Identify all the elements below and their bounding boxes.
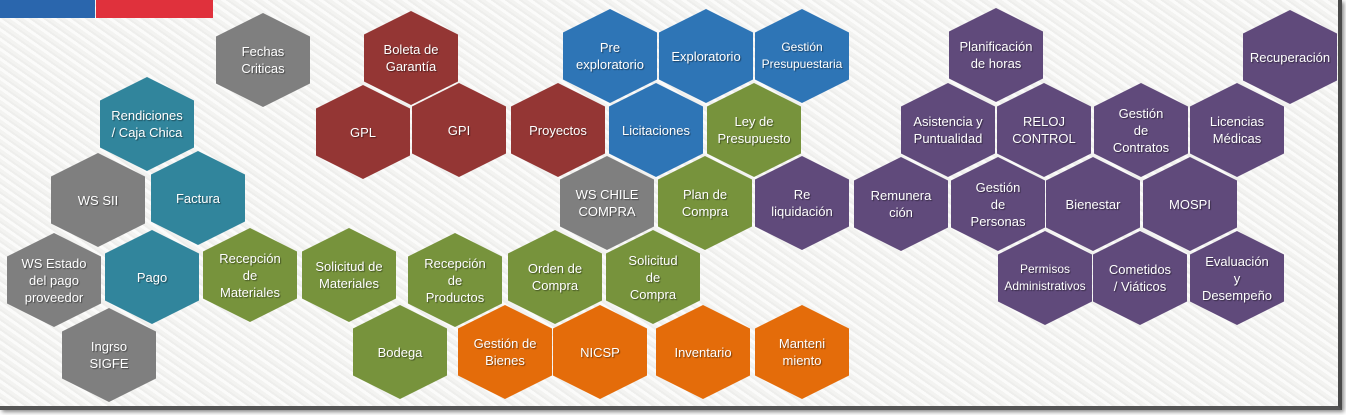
hex-label: Factura (175, 190, 221, 206)
hex-label: Gestión de Bienes (473, 336, 537, 368)
hex-label: Fechas Criticas (241, 44, 285, 76)
hex-gestion-presupuestaria[interactable]: Gestión Presupuestaria (755, 9, 849, 103)
hex-label: Ingrso SIGFE (89, 339, 129, 371)
hex-label: Recepción de Productos (424, 255, 486, 305)
hex-inventario[interactable]: Inventario (656, 305, 750, 399)
hex-pre-exploratorio[interactable]: Pre exploratorio (563, 9, 657, 103)
hex-factura[interactable]: Factura (151, 151, 245, 245)
hex-label: Remunera ción (870, 188, 932, 220)
hex-label: Asistencia y Puntualidad (913, 114, 983, 146)
hex-label: Recepción de Materiales (219, 250, 281, 300)
hex-label: RELOJ CONTROL (1012, 114, 1076, 146)
hex-label: WS CHILE COMPRA (575, 187, 639, 219)
hex-label: Bienestar (1065, 196, 1121, 212)
hex-orden-compra[interactable]: Orden de Compra (508, 230, 602, 324)
flag-stripe-red (96, 0, 213, 18)
hex-mantenimiento[interactable]: Manteni miento (755, 305, 849, 399)
hex-licitaciones[interactable]: Licitaciones (609, 83, 703, 177)
hex-label: Rendiciones / Caja Chica (111, 108, 183, 140)
hex-label: Gestión de Personas (970, 179, 1026, 229)
hex-ws-chile-compra[interactable]: WS CHILE COMPRA (560, 156, 654, 250)
hex-label: GPL (349, 124, 376, 140)
hex-label: Orden de Compra (527, 261, 583, 293)
hex-label: WS Estado del pago proveedor (21, 255, 87, 305)
hex-exploratorio[interactable]: Exploratorio (659, 9, 753, 103)
hex-label: Planificación de horas (959, 39, 1033, 71)
hex-label: Bodega (377, 344, 423, 360)
hex-ws-sii[interactable]: WS SII (51, 153, 145, 247)
hex-label: Licitaciones (622, 122, 690, 138)
hex-label: Inventario (674, 344, 732, 360)
hex-label: NICSP (580, 344, 620, 360)
flag-stripe-blue (0, 0, 95, 18)
hex-label: MOSPI (1169, 196, 1211, 212)
hex-label: Gestión de Contratos (1112, 105, 1170, 155)
hex-nicsp[interactable]: NICSP (553, 305, 647, 399)
hex-label: Plan de Compra (681, 187, 729, 219)
hex-asistencia[interactable]: Asistencia y Puntualidad (901, 83, 995, 177)
hex-label: Evaluación y Desempeño (1201, 253, 1273, 303)
hex-plan-compra[interactable]: Plan de Compra (658, 156, 752, 250)
hex-label: Solicitud de Materiales (315, 259, 383, 291)
hex-label: Boleta de Garantía (383, 42, 439, 74)
hex-label: Recuperación (1249, 49, 1331, 65)
hex-label: Pago (136, 269, 168, 285)
hex-label: Proyectos (529, 122, 587, 138)
hex-label: Solicitud de Compra (628, 252, 678, 302)
hex-label: Exploratorio (671, 48, 741, 64)
hex-reliquidacion[interactable]: Re liquidación (755, 156, 849, 250)
hex-proyectos[interactable]: Proyectos (511, 83, 605, 177)
hex-solicitud-compra[interactable]: Solicitud de Compra (606, 230, 700, 324)
hex-ley-presupuesto[interactable]: Ley de Presupuesto (707, 83, 801, 177)
hex-label: Gestión Presupuestaria (761, 40, 843, 71)
hex-label: Re liquidación (771, 187, 833, 219)
hex-label: Manteni miento (778, 336, 826, 368)
hex-label: GPI (447, 122, 471, 138)
hex-label: Licencias Médicas (1209, 114, 1265, 146)
hex-label: Pre exploratorio (576, 40, 644, 72)
hex-label: Ley de Presupuesto (717, 114, 791, 146)
hex-label: Cometidos / Viáticos (1108, 262, 1172, 294)
hex-rendiciones[interactable]: Rendiciones / Caja Chica (100, 77, 194, 171)
hex-remuneracion[interactable]: Remunera ción (854, 157, 948, 251)
hex-label: WS SII (77, 192, 119, 208)
hex-label: Permisos Administrativos (1004, 262, 1086, 293)
